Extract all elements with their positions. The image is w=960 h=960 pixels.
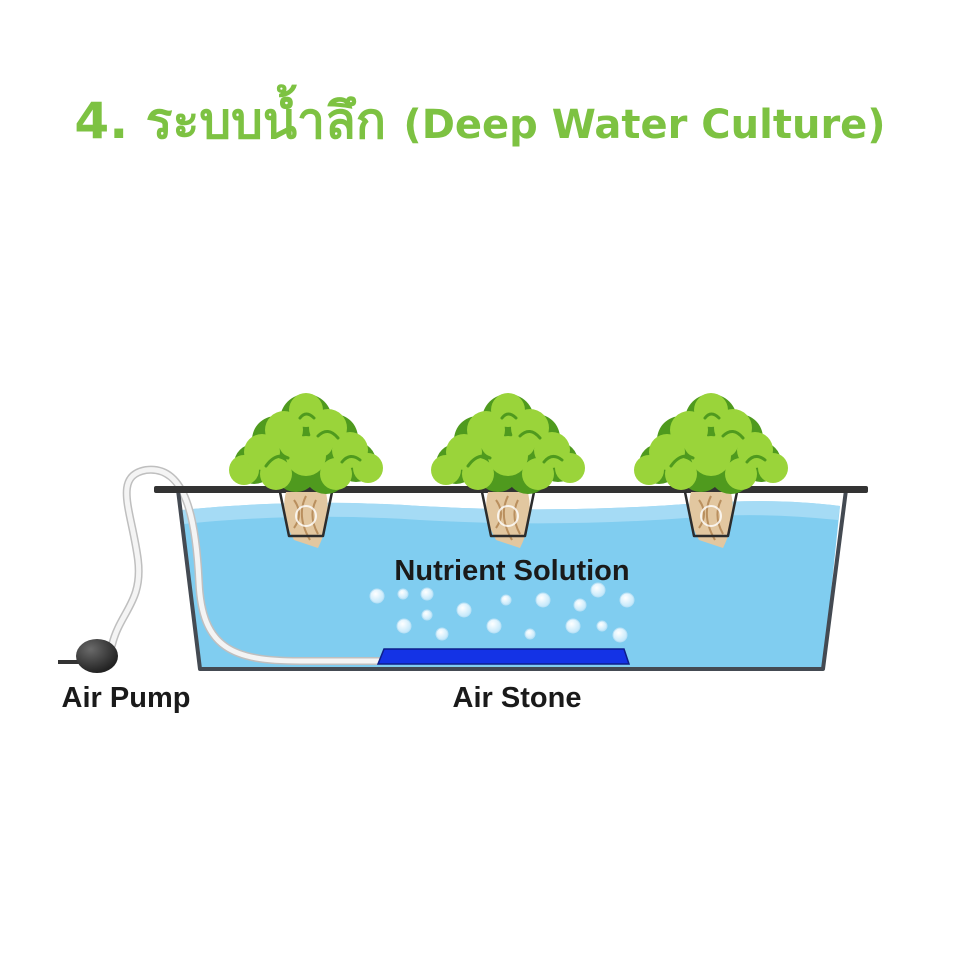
air-tubing-inner	[109, 467, 383, 664]
plant-site	[634, 393, 788, 548]
title-number: 4.	[74, 92, 129, 150]
lettuce-head	[229, 393, 383, 494]
nutrient-water	[182, 501, 840, 669]
tank	[176, 489, 848, 671]
page-title: 4. ระบบน้ำลึก (Deep Water Culture)	[0, 82, 960, 161]
net-pot	[278, 491, 334, 538]
title-thai: ระบบน้ำลึก	[145, 92, 386, 150]
plant-sites	[229, 393, 788, 548]
air-bubbles	[369, 582, 635, 643]
plant-roots	[486, 492, 530, 548]
net-pot	[683, 491, 739, 538]
net-pot	[480, 491, 536, 538]
plant-site	[431, 393, 585, 548]
plant-site	[229, 393, 383, 548]
nutrient-solution-label: Nutrient Solution	[394, 555, 629, 587]
lettuce-head	[634, 393, 788, 494]
plant-roots	[284, 492, 328, 548]
air-stone	[376, 648, 631, 665]
air-pump	[58, 639, 118, 673]
air-stone-label: Air Stone	[453, 682, 582, 714]
title-english: (Deep Water Culture)	[403, 102, 886, 148]
lettuce-head	[431, 393, 585, 494]
air-pump-label: Air Pump	[62, 682, 191, 714]
